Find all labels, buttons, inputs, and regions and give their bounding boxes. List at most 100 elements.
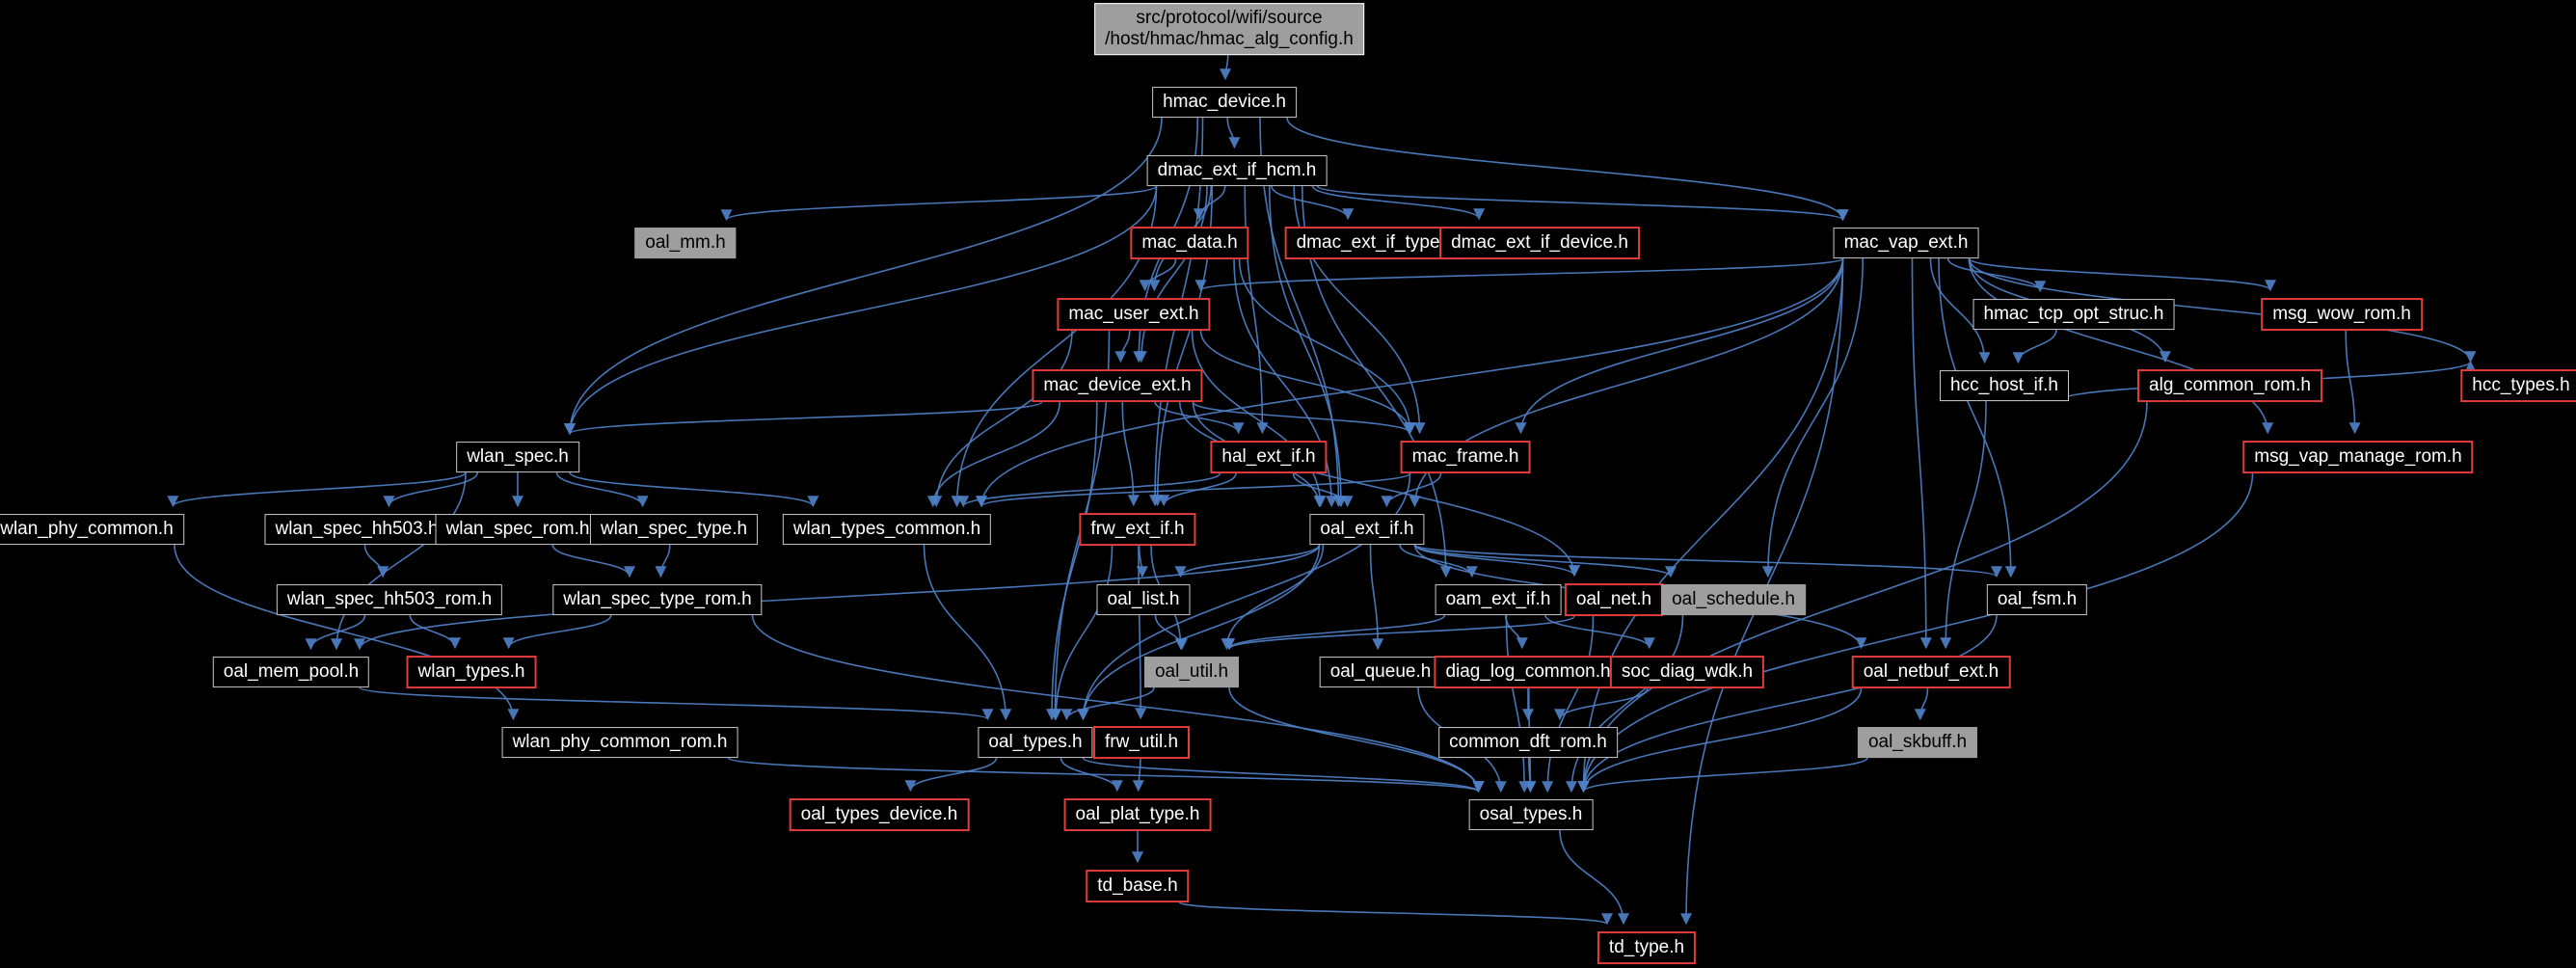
graph-node-oal_queue[interactable]: oal_queue.h: [1319, 657, 1442, 687]
edge-mac_vap_ext-to-oal_fsm: [1938, 257, 2017, 578]
edge-mac_vap_ext-to-osal_types: [1577, 257, 1844, 793]
edge-dmac_ext_if_hcm-to-dmac_ext_if_type: [1271, 185, 1355, 221]
graph-node-hcc_types[interactable]: hcc_types.h: [2460, 369, 2576, 402]
graph-node-hmac_device[interactable]: hmac_device.h: [1152, 87, 1297, 118]
edge-dmac_ext_if_hcm-to-wlan_spec: [564, 185, 1158, 436]
graph-node-wlan_spec[interactable]: wlan_spec.h: [456, 442, 579, 472]
edge-dmac_ext_if_hcm-to-mac_device_ext: [1135, 185, 1208, 363]
edge-wlan_spec-to-wlan_spec_type: [555, 471, 649, 508]
graph-node-hmac_alg_config: src/protocol/wifi/source /host/hmac/hmac…: [1094, 3, 1364, 55]
graph-node-wlan_types_common[interactable]: wlan_types_common.h: [782, 514, 992, 545]
graph-node-wlan_spec_rom[interactable]: wlan_spec_rom.h: [435, 514, 601, 545]
graph-node-dmac_ext_if_device[interactable]: dmac_ext_if_device.h: [1439, 227, 1640, 259]
edge-wlan_spec-to-oal_mem_pool: [331, 471, 467, 651]
edge-wlan_phy_common-to-wlan_phy_common_rom: [174, 544, 520, 721]
graph-node-oal_ext_if[interactable]: oal_ext_if.h: [1309, 514, 1425, 545]
edge-mac_data-to-mac_user_ext: [1139, 258, 1177, 292]
edge-soc_diag_wdk-to-common_dft_rom: [1554, 687, 1649, 721]
graph-node-oal_netbuf_ext[interactable]: oal_netbuf_ext.h: [1851, 656, 2011, 688]
edge-dmac_ext_if_hcm-to-dmac_ext_if_device: [1311, 185, 1486, 221]
edge-oal_list-to-oal_util: [1154, 614, 1188, 651]
graph-node-hmac_tcp_opt_struc[interactable]: hmac_tcp_opt_struc.h: [1972, 299, 2175, 330]
graph-node-wlan_spec_type_rom[interactable]: wlan_spec_type_rom.h: [552, 584, 763, 615]
graph-node-wlan_spec_hh503_rom[interactable]: wlan_spec_hh503_rom.h: [276, 584, 503, 615]
graph-node-mac_data[interactable]: mac_data.h: [1130, 227, 1249, 259]
edge-mac_user_ext-to-mac_frame: [1199, 330, 1416, 435]
graph-node-dmac_ext_if_type[interactable]: dmac_ext_if_type.h: [1284, 227, 1467, 259]
graph-node-diag_log_common[interactable]: diag_log_common.h: [1434, 656, 1623, 688]
edge-oal_util-to-osal_types: [1228, 686, 1485, 793]
edge-oal_types-to-oal_types_device: [904, 757, 998, 793]
edge-wlan_spec-to-wlan_spec_hh503: [383, 471, 479, 508]
graph-node-soc_diag_wdk[interactable]: soc_diag_wdk.h: [1609, 656, 1765, 688]
graph-node-wlan_spec_hh503[interactable]: wlan_spec_hh503.h: [264, 514, 449, 545]
edge-oam_ext_if-to-osal_types: [1505, 614, 1531, 793]
edge-hmac_alg_config-to-hmac_device: [1220, 54, 1232, 81]
graph-node-oal_list[interactable]: oal_list.h: [1096, 584, 1191, 615]
graph-node-msg_vap_manage_rom[interactable]: msg_vap_manage_rom.h: [2242, 441, 2474, 473]
edge-oal_ext_if-to-oal_net: [1413, 544, 1580, 578]
edge-wlan_phy_common_rom-to-osal_types: [727, 757, 1485, 793]
edge-wlan_spec_rom-to-wlan_spec_type_rom: [551, 544, 635, 578]
edge-wlan_spec-to-wlan_phy_common: [167, 471, 467, 508]
graph-node-oam_ext_if[interactable]: oam_ext_if.h: [1435, 584, 1562, 615]
graph-node-mac_device_ext[interactable]: mac_device_ext.h: [1032, 369, 1203, 402]
graph-node-oal_mm[interactable]: oal_mm.h: [634, 228, 737, 258]
edge-wlan_types_common-to-oal_types: [923, 544, 1012, 721]
graph-node-frw_ext_if[interactable]: frw_ext_if.h: [1079, 513, 1196, 546]
graph-node-mac_user_ext[interactable]: mac_user_ext.h: [1057, 298, 1211, 331]
graph-node-wlan_phy_common[interactable]: wlan_phy_common.h: [0, 514, 184, 545]
graph-node-oal_mem_pool[interactable]: oal_mem_pool.h: [212, 657, 370, 687]
edge-mac_vap_ext-to-oal_netbuf_ext: [1911, 257, 1932, 650]
edge-hmac_tcp_opt_struc-to-hcc_host_if: [2012, 329, 2057, 364]
graph-node-oal_net[interactable]: oal_net.h: [1564, 583, 1664, 616]
graph-node-oal_types_device[interactable]: oal_types_device.h: [789, 798, 970, 831]
graph-node-oal_types[interactable]: oal_types.h: [978, 727, 1093, 758]
graph-node-wlan_phy_common_rom[interactable]: wlan_phy_common_rom.h: [501, 727, 738, 758]
edge-frw_ext_if-to-oal_list: [1136, 545, 1148, 578]
graph-node-td_base[interactable]: td_base.h: [1086, 870, 1190, 902]
graph-node-oal_util[interactable]: oal_util.h: [1143, 657, 1240, 687]
edge-msg_vap_manage_rom-to-osal_types: [1577, 472, 2254, 793]
graph-node-dmac_ext_if_hcm[interactable]: dmac_ext_if_hcm.h: [1146, 155, 1328, 186]
graph-node-osal_types[interactable]: osal_types.h: [1468, 799, 1594, 830]
edge-oal_schedule-to-osal_types: [1566, 614, 1684, 793]
edge-frw_ext_if-to-oal_types: [1050, 545, 1114, 721]
graph-node-alg_common_rom[interactable]: alg_common_rom.h: [2137, 369, 2322, 402]
graph-node-td_type[interactable]: td_type.h: [1597, 931, 1697, 964]
graph-node-hal_ext_if[interactable]: hal_ext_if.h: [1210, 441, 1328, 473]
edge-mac_device_ext-to-wlan_types_common: [926, 401, 1061, 508]
graph-node-mac_vap_ext[interactable]: mac_vap_ext.h: [1833, 228, 1979, 258]
edge-msg_wow_rom-to-msg_vap_manage_rom: [2345, 330, 2361, 435]
edge-mac_device_ext-to-frw_ext_if: [1121, 401, 1140, 507]
graph-node-oal_plat_type[interactable]: oal_plat_type.h: [1063, 798, 1212, 831]
edge-mac_user_ext-to-mac_device_ext: [1114, 330, 1131, 363]
graph-node-oal_schedule[interactable]: oal_schedule.h: [1661, 584, 1806, 615]
graph-node-msg_wow_rom[interactable]: msg_wow_rom.h: [2261, 298, 2423, 331]
edge-mac_vap_ext-to-mac_frame: [1515, 257, 1844, 435]
edge-wlan_spec_type_rom-to-osal_types: [751, 614, 1485, 793]
graph-node-hcc_host_if[interactable]: hcc_host_if.h: [1940, 370, 2069, 401]
edge-alg_common_rom-to-osal_types: [1577, 401, 2148, 793]
graph-node-wlan_spec_type[interactable]: wlan_spec_type.h: [589, 514, 759, 545]
graph-node-common_dft_rom[interactable]: common_dft_rom.h: [1438, 727, 1618, 758]
edge-dmac_ext_if_hcm-to-oal_mm: [720, 185, 1158, 222]
edge-hmac_device-to-dmac_ext_if_hcm: [1226, 117, 1241, 149]
graph-node-mac_frame[interactable]: mac_frame.h: [1400, 441, 1531, 473]
graph-node-wlan_types[interactable]: wlan_types.h: [406, 656, 537, 688]
edge-mac_device_ext-to-wlan_spec: [564, 401, 1043, 436]
edge-dmac_ext_if_hcm-to-mac_vap_ext: [1316, 185, 1849, 222]
edge-oal_ext_if-to-oal_mem_pool: [354, 544, 1321, 651]
edge-mac_vap_ext-to-oal_schedule: [1761, 257, 1865, 578]
graph-node-oal_skbuff[interactable]: oal_skbuff.h: [1857, 727, 1978, 758]
graph-node-oal_fsm[interactable]: oal_fsm.h: [1986, 584, 2088, 615]
graph-node-frw_util[interactable]: frw_util.h: [1092, 726, 1191, 759]
edge-wlan_spec_type-to-wlan_spec_type_rom: [655, 544, 671, 578]
edge-mac_vap_ext-to-wlan_types_common: [976, 257, 1844, 508]
edge-oal_types-to-oal_plat_type: [1060, 757, 1123, 793]
edge-mac_device_ext-to-oal_types: [1046, 401, 1098, 721]
edge-hal_ext_if-to-oal_ext_if: [1292, 472, 1354, 508]
edge-mac_device_ext-to-oal_net: [1192, 401, 1580, 578]
